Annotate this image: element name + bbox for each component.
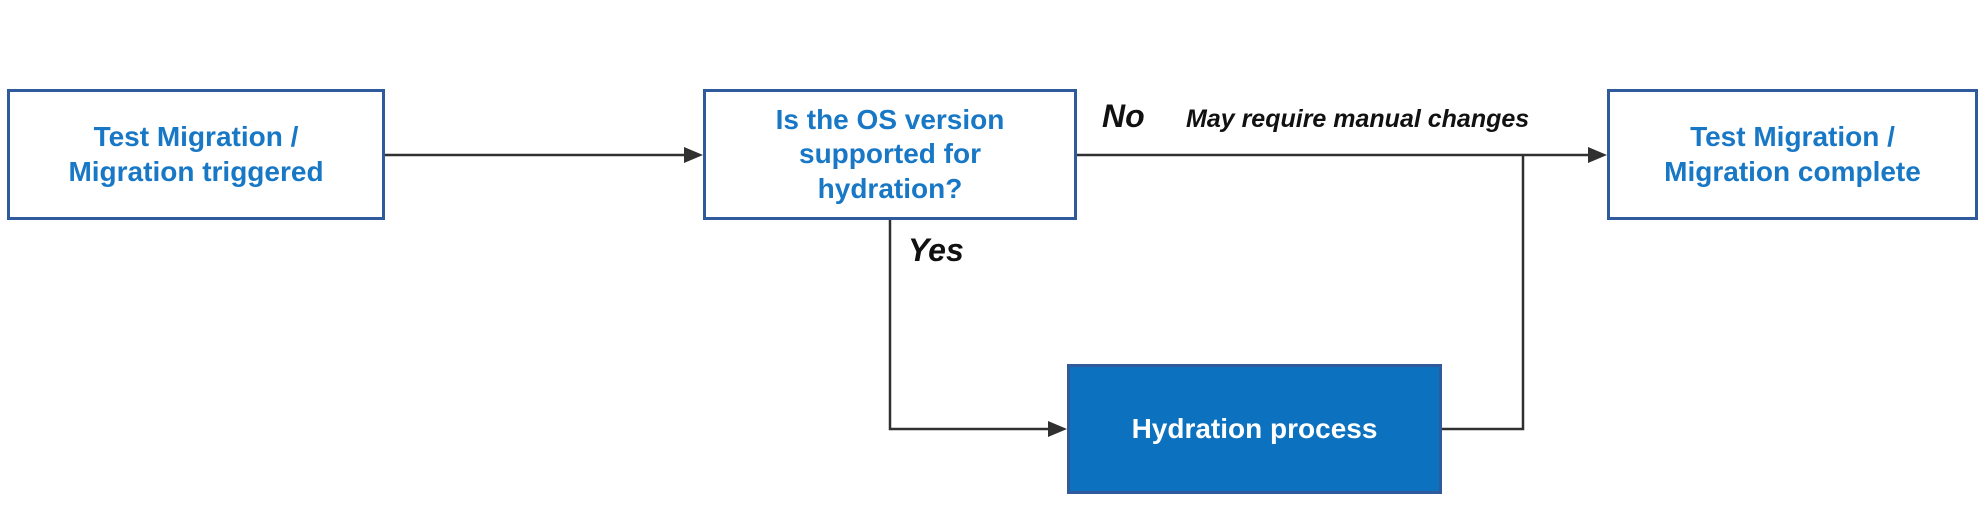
edge-label-manual-note: May require manual changes — [1186, 105, 1530, 133]
edge-hydration-to-complete — [1442, 156, 1525, 431]
node-hydration: Hydration process — [1067, 364, 1442, 494]
arrowhead-decision — [684, 147, 703, 163]
node-hydration-label: Hydration process — [1131, 412, 1378, 444]
node-decision: Is the OS version supported for hydratio… — [703, 89, 1077, 220]
arrowhead-complete — [1588, 147, 1607, 163]
arrowhead-hydration — [1048, 421, 1067, 437]
node-complete-label: Test Migration / Migration complete — [1664, 121, 1921, 187]
edge-label-no: No — [1102, 98, 1145, 134]
node-complete: Test Migration / Migration complete — [1607, 89, 1978, 220]
edge-decision-to-hydration — [888, 220, 1050, 431]
node-decision-label: Is the OS version supported for hydratio… — [775, 104, 1005, 204]
node-start-label: Test Migration / Migration triggered — [68, 121, 324, 187]
edge-label-yes: Yes — [908, 232, 964, 268]
node-start: Test Migration / Migration triggered — [7, 89, 385, 220]
